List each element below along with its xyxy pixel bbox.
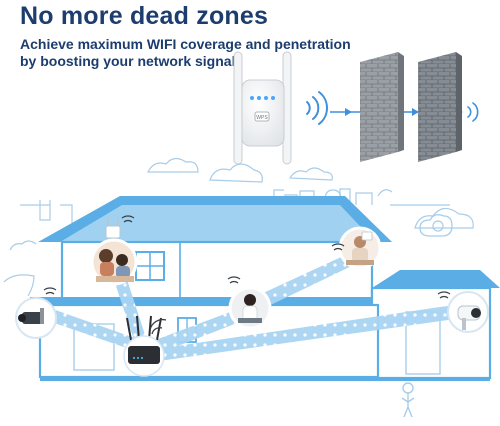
user-bubble-woman [227, 276, 272, 330]
router-icon [123, 315, 165, 377]
wifi-icon [121, 215, 135, 223]
repeater-icon [105, 218, 121, 239]
wall-icon [418, 52, 462, 162]
wifi-icon [331, 243, 345, 251]
wall-icon [360, 52, 404, 162]
wifi-icon [437, 291, 451, 299]
user-bubble-man [331, 226, 382, 270]
city-sketch-background [9, 157, 474, 251]
subheadline-line-2: by boosting your network signal [20, 53, 236, 69]
wifi-icon [306, 91, 328, 125]
camera-icon [457, 305, 481, 330]
house-roof-inner [60, 205, 375, 242]
person-icon [401, 382, 415, 418]
cloud-icon [419, 214, 453, 237]
wifi-icon [43, 287, 57, 295]
user-bubble-family [90, 215, 138, 286]
repeater-led [271, 96, 275, 100]
repeater-antenna-left [233, 51, 243, 165]
repeater-led [257, 96, 261, 100]
subheadline-line-1: Achieve maximum WIFI coverage and penetr… [20, 36, 351, 52]
wifi-repeater-device: WPS [233, 51, 292, 165]
wifi-icon [149, 318, 167, 335]
subheadline: Achieve maximum WIFI coverage and penetr… [20, 36, 360, 70]
camera-bubble-right [437, 291, 489, 333]
repeater-wps-button [254, 111, 270, 122]
wifi-icon [467, 102, 479, 122]
camera-bubble-left [15, 287, 57, 339]
repeater-wps-label: WPS [256, 115, 268, 121]
house-right-roof [372, 270, 500, 288]
repeater-led [264, 96, 268, 100]
signal-beams [40, 252, 462, 362]
headline: No more dead zones [20, 2, 269, 30]
repeater-led [250, 96, 254, 100]
wifi-icon [227, 276, 241, 284]
camera-icon [18, 308, 44, 324]
ground-line [40, 377, 490, 381]
